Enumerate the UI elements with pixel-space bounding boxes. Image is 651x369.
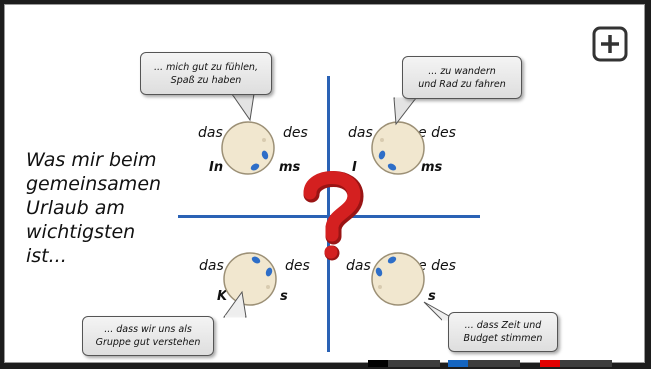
speech-bubble-bottom-right: ... dass Zeit und Budget stimmen <box>448 312 558 352</box>
face-avatar-icon <box>221 121 275 175</box>
quadrant-tr-bold-left: I <box>352 160 357 175</box>
quadrant-br-right-text: e des <box>418 258 456 274</box>
bubble-tail <box>393 97 418 126</box>
face-avatar-icon <box>371 252 425 306</box>
speech-bubble-bottom-left: ... dass wir uns als Gruppe gut verstehe… <box>82 316 214 356</box>
bubble-line: Budget stimmen <box>463 333 543 344</box>
bubble-line: ... zu wandern <box>428 65 496 77</box>
face-avatar-icon <box>223 252 277 306</box>
quadrant-bl-right-text: des <box>285 258 310 274</box>
bubble-tail <box>231 93 255 122</box>
bubble-line: Spaß zu haben <box>170 74 242 86</box>
bubble-line: ... mich gut zu fühlen, <box>154 61 258 73</box>
plus-square-icon[interactable] <box>590 26 632 64</box>
horizontal-axis <box>178 215 480 218</box>
quadrant-tr-left-text: das <box>348 125 373 141</box>
black-marker[interactable] <box>368 360 440 367</box>
quadrant-br-left-text: das <box>346 258 371 274</box>
bubble-line: ... dass wir uns als <box>104 324 192 335</box>
quadrant-tr-bold-right: ms <box>421 160 443 175</box>
quadrant-tl-bold-left: In <box>209 160 224 175</box>
quadrant-tl-right-text: des <box>283 125 308 141</box>
quadrant-bl-left-text: das <box>199 258 224 274</box>
quadrant-br-bold-right: s <box>428 289 436 304</box>
speech-bubble-top-left: ... mich gut zu fühlen, Spaß zu haben <box>140 52 272 95</box>
quadrant-bl-bold-left: K <box>217 289 228 304</box>
bubble-tail <box>223 290 247 318</box>
blue-marker[interactable] <box>448 360 520 367</box>
red-marker[interactable] <box>540 360 612 367</box>
bubble-line: ... dass Zeit und <box>464 320 542 331</box>
main-question-text: Was mir beim gemeinsamen Urlaub am wicht… <box>26 148 176 268</box>
quadrant-tl-bold-right: ms <box>279 160 301 175</box>
question-mark-icon <box>303 171 364 261</box>
title-line: Urlaub am <box>26 197 125 219</box>
quadrant-tr-right-text: e des <box>418 125 456 141</box>
speech-bubble-top-right: ... zu wandern und Rad zu fahren <box>402 56 522 99</box>
title-line: wichtigsten <box>26 221 136 243</box>
title-line: Was mir beim <box>26 149 157 171</box>
quadrant-bl-bold-right: s <box>280 289 288 304</box>
quadrant-tl-left-text: das <box>198 125 223 141</box>
bubble-line: und Rad zu fahren <box>418 78 506 90</box>
title-line: ist... <box>26 245 67 267</box>
face-avatar-icon <box>371 121 425 175</box>
bubble-line: Gruppe gut verstehen <box>95 337 201 348</box>
title-line: gemeinsamen <box>26 173 162 195</box>
vertical-axis <box>327 76 330 352</box>
